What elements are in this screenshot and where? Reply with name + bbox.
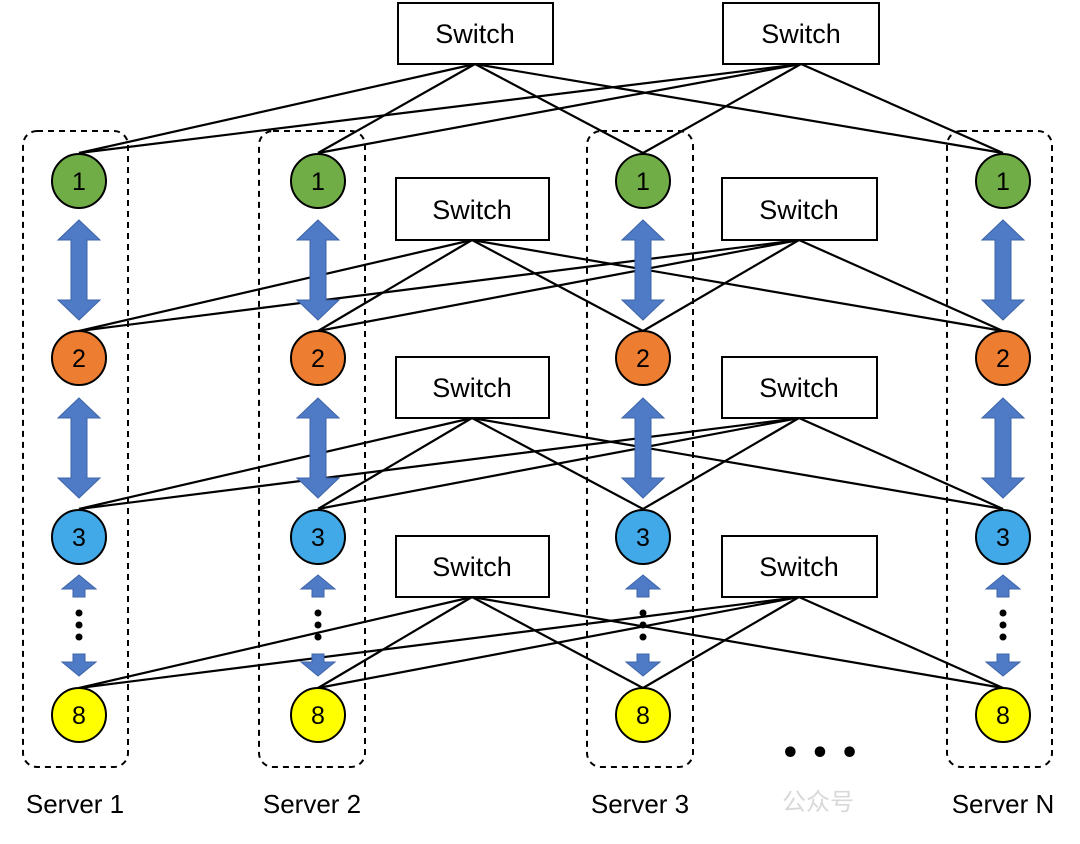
double-arrow-icon bbox=[296, 397, 340, 499]
node-2 bbox=[975, 330, 1031, 386]
node-8 bbox=[51, 687, 107, 743]
switch-row2-right: Switch bbox=[721, 177, 878, 241]
switch-top-right: Switch bbox=[722, 2, 880, 65]
node-label: 8 bbox=[311, 702, 325, 730]
node-label: 2 bbox=[311, 345, 325, 373]
server-1-box bbox=[22, 130, 129, 768]
double-arrow-icon bbox=[621, 397, 665, 499]
arrow-down-icon bbox=[625, 653, 661, 677]
node-2 bbox=[51, 330, 107, 386]
node-2 bbox=[290, 330, 346, 386]
watermark: 公众号 bbox=[782, 788, 854, 816]
node-3 bbox=[615, 509, 671, 565]
node-label: 1 bbox=[636, 168, 650, 196]
server-n-box bbox=[946, 130, 1053, 768]
switch-row4-left: Switch bbox=[395, 535, 550, 598]
switch-label: Switch bbox=[759, 195, 839, 225]
arrow-up-icon bbox=[300, 574, 336, 598]
node-1 bbox=[290, 153, 346, 209]
node-1 bbox=[975, 153, 1031, 209]
switch-label: Switch bbox=[432, 552, 512, 582]
node-2 bbox=[615, 330, 671, 386]
node-label: 3 bbox=[636, 524, 650, 552]
server-label: Server 1 bbox=[26, 789, 124, 819]
node-label: 1 bbox=[72, 168, 86, 196]
vertical-ellipsis bbox=[75, 609, 1007, 641]
node-1 bbox=[615, 153, 671, 209]
switch-label: Switch bbox=[432, 373, 512, 403]
node-3 bbox=[975, 509, 1031, 565]
double-arrow-icon bbox=[621, 219, 665, 321]
double-arrow-icon bbox=[57, 219, 101, 321]
node-8 bbox=[975, 687, 1031, 743]
node-label: 8 bbox=[636, 702, 650, 730]
node-3 bbox=[290, 509, 346, 565]
node-label: 2 bbox=[72, 345, 86, 373]
server-2-box bbox=[258, 130, 366, 768]
server-3-box bbox=[586, 130, 694, 768]
arrow-up-icon bbox=[61, 574, 97, 598]
switch-row2-left: Switch bbox=[395, 177, 550, 241]
node-label: 8 bbox=[72, 702, 86, 730]
arrow-up-icon bbox=[985, 574, 1021, 598]
node-labels: 1 2 3 8 1 2 3 8 1 2 3 8 1 2 3 8 bbox=[72, 168, 1010, 730]
node-1 bbox=[51, 153, 107, 209]
double-arrow-icon bbox=[981, 219, 1025, 321]
arrow-up-icon bbox=[625, 574, 661, 598]
gpu-nodes bbox=[51, 153, 1031, 743]
more-servers-ellipsis: • • • bbox=[781, 736, 859, 771]
connection-lines bbox=[78, 62, 1004, 690]
node-label: 2 bbox=[996, 345, 1010, 373]
switch-label: Switch bbox=[759, 373, 839, 403]
node-label: 1 bbox=[311, 168, 325, 196]
node-label: 1 bbox=[996, 168, 1010, 196]
switch-label: Switch bbox=[761, 19, 841, 49]
double-arrow-icon bbox=[57, 397, 101, 499]
server-label: Server 3 bbox=[591, 789, 689, 819]
double-arrow-icon bbox=[981, 397, 1025, 499]
switch-top-left: Switch bbox=[397, 2, 554, 65]
node-label: 3 bbox=[996, 524, 1010, 552]
arrow-down-icon bbox=[61, 653, 97, 677]
node-8 bbox=[615, 687, 671, 743]
switch-label: Switch bbox=[759, 552, 839, 582]
switch-label: Switch bbox=[432, 195, 512, 225]
switch-row4-right: Switch bbox=[721, 535, 878, 598]
node-label: 3 bbox=[311, 524, 325, 552]
switch-row3-right: Switch bbox=[721, 356, 878, 419]
server-boxes bbox=[22, 130, 1053, 768]
node-label: 2 bbox=[636, 345, 650, 373]
node-label: 8 bbox=[996, 702, 1010, 730]
switches: Switch Switch Switch Switch Switch Switc… bbox=[395, 2, 880, 598]
arrow-down-icon bbox=[985, 653, 1021, 677]
server-labels: Server 1 Server 2 Server 3 Server N bbox=[26, 789, 1054, 819]
double-arrow-icon bbox=[296, 219, 340, 321]
node-8 bbox=[290, 687, 346, 743]
server-label: Server N bbox=[952, 789, 1055, 819]
node-3 bbox=[51, 509, 107, 565]
node-label: 3 bbox=[72, 524, 86, 552]
switch-row3-left: Switch bbox=[395, 356, 550, 419]
server-label: Server 2 bbox=[263, 789, 361, 819]
switch-label: Switch bbox=[435, 19, 515, 49]
